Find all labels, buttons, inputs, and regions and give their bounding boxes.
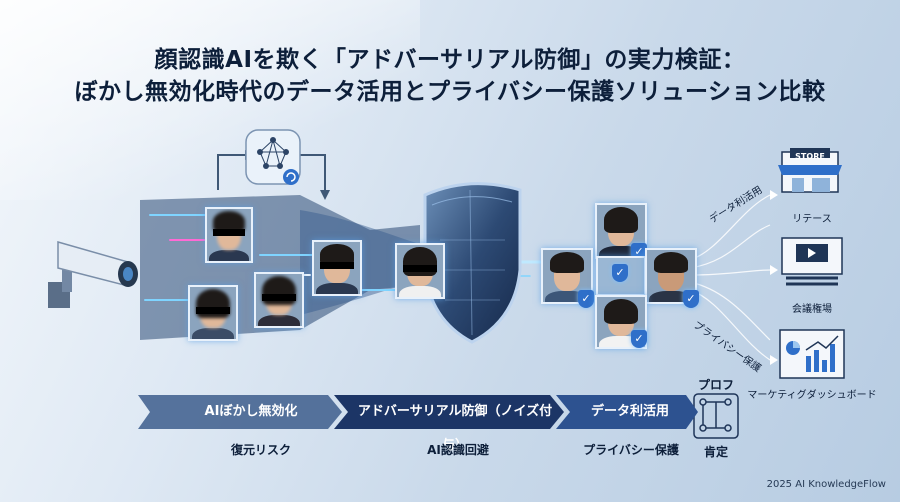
- stage-caption-privacy: プライバシー保護: [583, 443, 679, 457]
- blurred-face-photo: [188, 285, 238, 341]
- stage-label-blur-nullification: AIぼかし無効化: [204, 404, 298, 419]
- outgoing-flow-lines: [689, 194, 771, 361]
- page-title-line-1: 顔認識AIを欺く「アドバーサリアル防御」の実力検証：: [154, 47, 746, 73]
- blurred-face-photo: [254, 272, 304, 328]
- theater-icon: [781, 237, 843, 286]
- blurred-face-photo: [205, 207, 253, 263]
- security-camera-icon: [48, 241, 138, 308]
- light-glow: [0, 0, 420, 200]
- shield-check-icon: ✓: [683, 290, 699, 308]
- censored-face-photo: [395, 243, 445, 299]
- stage-label-data-use: データ利活用: [590, 404, 669, 419]
- stage-label-adversarial-defense: アドバーサリアル防御（ノイズ付与）: [357, 404, 553, 453]
- store-icon: [778, 148, 842, 193]
- protected-face-photo: [645, 248, 697, 304]
- footer-credit: 2025 AI KnowledgeFlow: [766, 479, 886, 490]
- proof-title: プロフ: [697, 378, 734, 392]
- page-title-line-2: ぼかし無効化時代のデータ活用とプライバシー保護ソリューション比較: [74, 79, 826, 105]
- destination-label-dashboard: マーケティグダッシュボード: [747, 390, 877, 401]
- stage-caption-ai-evasion: AI認識回避: [427, 443, 489, 457]
- store-sign: STORE: [795, 152, 825, 161]
- censored-face-photo: [312, 240, 362, 296]
- stage-caption-restore-risk: 復元リスク: [230, 443, 291, 457]
- shield-check-icon: ✓: [631, 330, 647, 348]
- censor-bar: [320, 261, 354, 270]
- censor-bar: [196, 306, 230, 315]
- outgoing-arrowheads: [770, 190, 778, 365]
- censor-bar: [213, 228, 245, 237]
- destination-label-retail: リテース: [792, 214, 832, 225]
- stage-arrows: [138, 395, 698, 429]
- neural-network-icon: [217, 129, 330, 200]
- censor-bar: [403, 264, 437, 273]
- shield-icon: [423, 182, 522, 344]
- dashboard-icon: [779, 329, 845, 379]
- shield-check-icon: ✓: [612, 264, 628, 282]
- shield-check-icon: ✓: [578, 290, 594, 308]
- circuit-icon: [693, 393, 739, 439]
- destination-label-venue: 会議権場: [792, 304, 832, 315]
- censor-bar: [262, 293, 296, 302]
- proof-caption: 肯定: [703, 445, 728, 459]
